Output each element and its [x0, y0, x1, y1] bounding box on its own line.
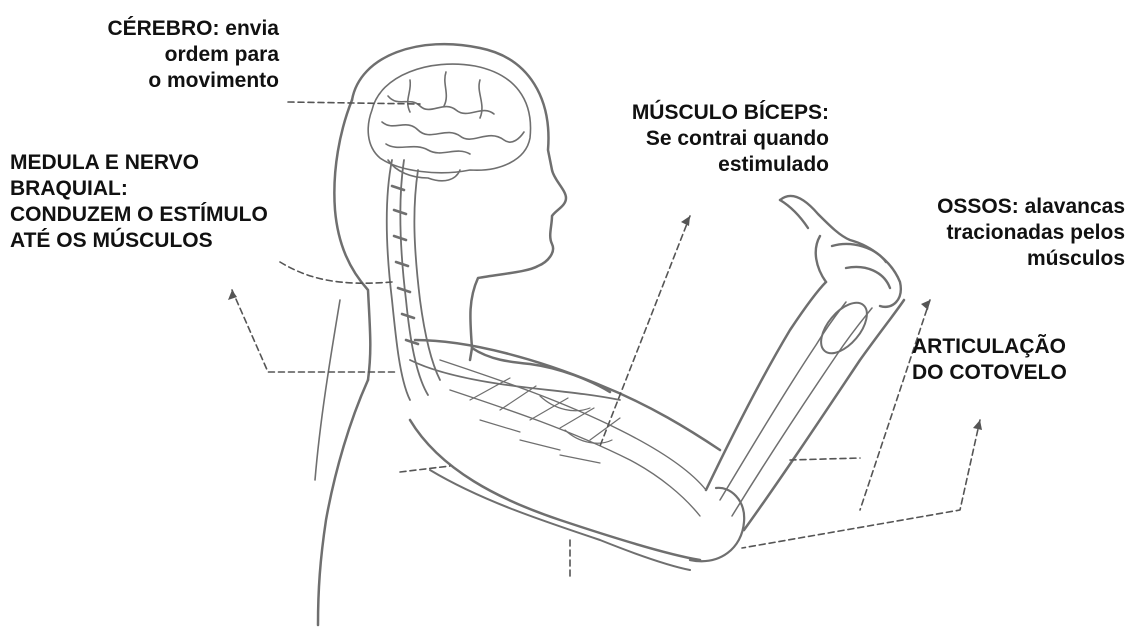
hand-drawing	[780, 196, 901, 307]
spine-label-line-3: CONDUZEM O ESTÍMULO	[10, 202, 268, 228]
spine-label-line-2: BRAQUIAL:	[10, 176, 268, 202]
back-inner-line	[315, 300, 340, 480]
brain-label-line-3: o movimento	[107, 68, 279, 94]
brain-label-line-2: ordem para	[107, 42, 279, 68]
head-outline	[352, 44, 566, 360]
spine-label-line-4: ATÉ OS MÚSCULOS	[10, 228, 268, 254]
brain-label: CÉREBRO: envia ordem para o movimento	[107, 16, 279, 94]
bones-label-line-3: músculos	[937, 246, 1125, 272]
forearm-drawing	[706, 282, 904, 530]
spine-label: MEDULA E NERVO BRAQUIAL: CONDUZEM O ESTÍ…	[10, 150, 268, 254]
elbow-drawing	[690, 488, 744, 561]
bones-pointer-line	[860, 300, 930, 510]
brain-drawing	[368, 64, 530, 181]
pointer-lines	[232, 102, 980, 580]
neck-front	[472, 348, 610, 392]
elbow-pointer-line-2	[790, 458, 860, 460]
arrow-head-bones	[921, 300, 930, 310]
biceps-label-line-1: MÚSCULO BÍCEPS:	[632, 100, 829, 126]
arrow-head-biceps	[681, 216, 690, 226]
elbow-label: ARTICULAÇÃO DO COTOVELO	[912, 334, 1067, 386]
lower-left-pointer	[400, 466, 450, 472]
brain-label-line-1: CÉREBRO: envia	[107, 16, 279, 42]
biceps-label-line-2: Se contrai quando	[632, 126, 829, 152]
spine-label-line-1: MEDULA E NERVO	[10, 150, 268, 176]
back-line	[318, 380, 368, 625]
elbow-label-line-2: DO COTOVELO	[912, 360, 1067, 386]
biceps-label-line-3: estimulado	[632, 152, 829, 178]
spine-pointer-line-2	[280, 262, 392, 283]
elbow-label-line-1: ARTICULAÇÃO	[912, 334, 1067, 360]
biceps-label: MÚSCULO BÍCEPS: Se contrai quando estimu…	[632, 100, 829, 178]
arrow-head-elbow	[973, 420, 982, 430]
spinal-cord-drawing	[387, 160, 620, 400]
bones-label-line-1: OSSOS: alavancas	[937, 194, 1125, 220]
skull-back	[334, 100, 370, 380]
biceps-pointer-line	[600, 216, 690, 446]
bones-label: OSSOS: alavancas tracionadas pelos múscu…	[937, 194, 1125, 272]
bones-label-line-2: tracionadas pelos	[937, 220, 1125, 246]
